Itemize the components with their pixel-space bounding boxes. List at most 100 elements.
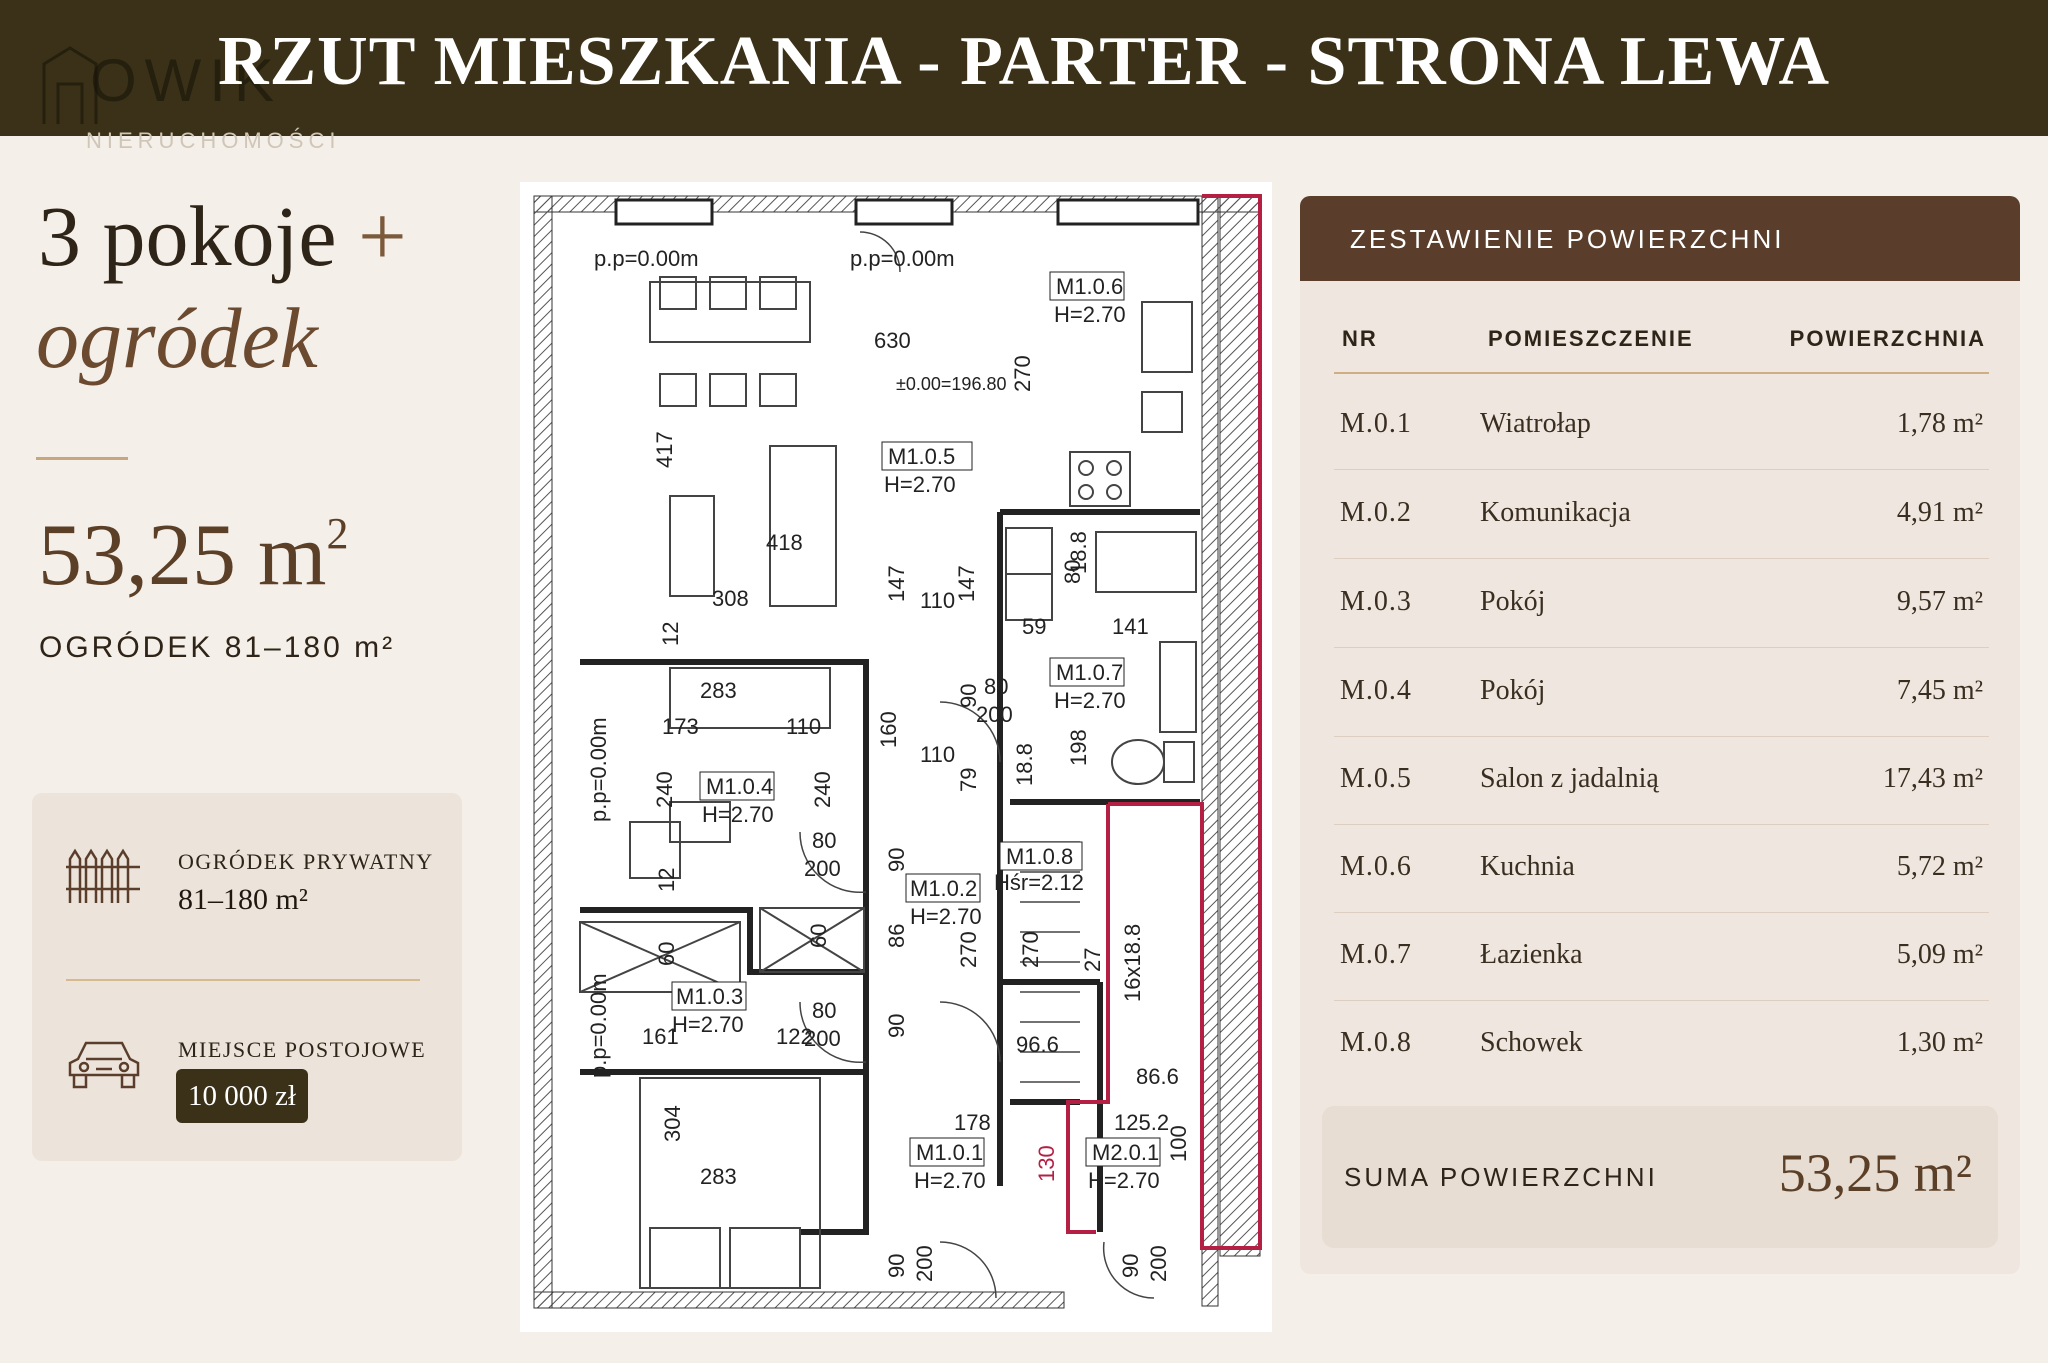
dimension-label: 80	[812, 828, 836, 853]
cell-area: 9,57 m²	[1896, 586, 1983, 617]
elevation-1: p.p=0.00m	[594, 246, 699, 271]
dimension-label: 79	[956, 768, 981, 792]
stairs-label: 16x18.8	[1120, 924, 1145, 1002]
dimension-label: 198	[1066, 729, 1091, 766]
plus-sign: +	[358, 188, 407, 284]
dimension-label: 90	[884, 1254, 909, 1278]
kitchen-fixtures	[1005, 301, 1193, 621]
dimension-label: 12	[658, 622, 683, 646]
dimension-label: 80	[812, 998, 836, 1023]
dimension-label: 173	[662, 714, 699, 739]
logo-word: OWIK	[90, 47, 282, 114]
house-logo-icon	[42, 46, 98, 124]
label-m105: M1.0.5	[888, 444, 955, 469]
table-row: M.0.8 Schowek 1,30 m²	[1334, 1001, 1989, 1089]
dimension-label: 161	[642, 1024, 679, 1049]
dimension-label: 240	[810, 771, 835, 808]
logo-subtitle: NIERUCHOMOŚCI	[86, 128, 341, 153]
dimension-label: 59	[1022, 614, 1046, 639]
cell-room: Salon z jadalnią	[1480, 763, 1659, 794]
label-m104: M1.0.4	[706, 774, 773, 799]
dimension-label: 90	[1118, 1254, 1143, 1278]
cell-area: 5,72 m²	[1896, 851, 1983, 882]
dimension-label: 125.2	[1114, 1110, 1169, 1135]
dimension-label: 80	[1060, 560, 1085, 584]
cell-area: 17,43 m²	[1882, 763, 1983, 794]
dimension-label: 200	[976, 702, 1013, 727]
dimension-label: 141	[1112, 614, 1149, 639]
dimension-label: 110	[920, 742, 955, 767]
dimension-label: 418	[766, 530, 803, 555]
label-m201: M2.0.1	[1092, 1140, 1159, 1165]
cell-room: Komunikacja	[1480, 497, 1631, 528]
cell-room: Pokój	[1480, 586, 1546, 617]
dimension-label: 90	[956, 684, 981, 708]
col-header-area: POWIERZCHNIA	[1789, 326, 1986, 351]
garden-label: OGRÓDEK PRYWATNY	[178, 849, 434, 874]
table-row: M.0.1 Wiatrołap 1,78 m²	[1334, 382, 1989, 470]
elevation-2: p.p=0.00m	[850, 246, 955, 271]
dimension-label: 160	[876, 711, 901, 748]
label-m101-h: H=2.70	[914, 1168, 986, 1193]
label-m108: M1.0.8	[1006, 844, 1073, 869]
table-row: M.0.3 Pokój 9,57 m²	[1334, 560, 1989, 648]
col-header-room: POMIESZCZENIE	[1488, 326, 1694, 351]
cell-nr: M.0.2	[1340, 497, 1412, 528]
car-icon	[68, 1041, 140, 1089]
dimension-label: 270	[956, 931, 981, 968]
cell-nr: M.0.4	[1340, 675, 1412, 706]
label-m107: M1.0.7	[1056, 660, 1123, 685]
dimension-label: 80	[984, 674, 1008, 699]
dimension-label: 630	[874, 328, 911, 353]
area-table-card: ZESTAWIENIE POWIERZCHNI NR POMIESZCZENIE…	[1300, 196, 2020, 1274]
dimension-label: 417	[652, 431, 677, 468]
garden-heading: ogródek	[36, 290, 318, 386]
table-row: M.0.5 Salon z jadalnią 17,43 m²	[1334, 737, 1989, 825]
area-unit-sup: 2	[326, 509, 349, 558]
table-row: M.0.7 Łazienka 5,09 m²	[1334, 913, 1989, 1001]
cell-area: 7,45 m²	[1896, 675, 1983, 706]
garden-range: OGRÓDEK 81–180 m²	[39, 631, 396, 664]
cell-room: Kuchnia	[1480, 851, 1575, 882]
total-area: 53,25 m2	[38, 505, 348, 606]
dimension-label: 100	[1166, 1125, 1191, 1162]
parking-label: MIEJSCE POSTOJOWE	[178, 1037, 427, 1062]
dimension-label: 96.6	[1016, 1032, 1059, 1057]
label-m101: M1.0.1	[916, 1140, 983, 1165]
cell-room: Łazienka	[1480, 939, 1583, 970]
cell-area: 4,91 m²	[1896, 497, 1983, 528]
page-title: RZUT MIESZKANIA - PARTER - STRONA LEWA	[217, 23, 1831, 100]
label-m103: M1.0.3	[676, 984, 743, 1009]
dimension-label: 122	[776, 1024, 813, 1049]
dimension-label: 147	[884, 565, 909, 602]
table-row: M.0.6 Kuchnia 5,72 m²	[1334, 825, 1989, 913]
divider	[36, 457, 128, 460]
dimension-label: 200	[804, 1026, 841, 1051]
door-swings	[799, 231, 1155, 1299]
floor-plan: M1.0.6 H=2.70 M1.0.5 H=2.70 M1.0.7 H=2.7…	[520, 182, 1272, 1332]
dimension-label: 270	[1018, 931, 1043, 968]
fence-icon	[66, 848, 140, 903]
rooms-count: 3 pokoje	[38, 188, 337, 284]
cell-nr: M.0.1	[1340, 408, 1412, 439]
dimension-labels: 630 270 417 418 308 147 147 110 80 59 14…	[642, 328, 1191, 1282]
cell-room: Schowek	[1480, 1027, 1583, 1058]
cell-room: Pokój	[1480, 675, 1546, 706]
dimension-label: 60	[806, 924, 831, 948]
room-labels: M1.0.6 H=2.70 M1.0.5 H=2.70 M1.0.7 H=2.7…	[671, 271, 1161, 1193]
dimension-label: 86.6	[1136, 1064, 1179, 1089]
garden-value: 81–180 m²	[178, 883, 308, 916]
bathroom-fixtures	[1095, 531, 1197, 785]
dimension-label: 304	[660, 1105, 685, 1142]
total-area-value: 53,25 m	[38, 507, 327, 604]
dimension-label: 60	[654, 942, 679, 966]
inner-walls	[580, 509, 1200, 1235]
dimension-label: 90	[884, 1014, 909, 1038]
cell-nr: M.0.6	[1340, 851, 1412, 882]
label-m104-h: H=2.70	[702, 802, 774, 827]
outer-walls	[533, 195, 1261, 1309]
dimension-label: 90	[884, 848, 909, 872]
header-divider	[1334, 372, 1989, 374]
parking-price-badge: 10 000 zł	[176, 1069, 308, 1123]
dimension-label: 27	[1080, 948, 1105, 972]
